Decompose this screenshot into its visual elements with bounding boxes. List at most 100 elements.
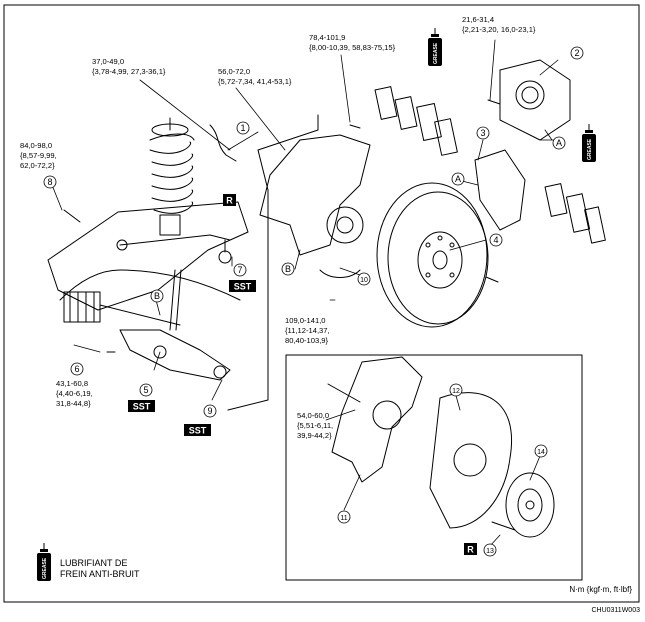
- upper-arm: [116, 234, 231, 251]
- part-6-label: 6: [74, 364, 79, 374]
- legend-line-1: LUBRIFIANT DE: [60, 558, 127, 568]
- part-5-circle: [139, 383, 153, 397]
- part-7-circle: [233, 263, 247, 277]
- torque-6-line-3: 31,8-44,8}: [56, 399, 91, 408]
- sst-badge-3-label: SST: [189, 426, 207, 436]
- part-1-circle: [236, 121, 250, 135]
- replace-badges: R R: [223, 194, 477, 555]
- legend: LUBRIFIANT DE FREIN ANTI-BRUIT: [60, 558, 140, 579]
- part-2-circle: [570, 46, 584, 60]
- part-13-label: 13: [486, 548, 494, 555]
- part-3-label: 3: [480, 128, 485, 138]
- part-7-label: 7: [237, 265, 242, 275]
- torque-6-line-1: 43,1-60,8: [56, 379, 88, 388]
- grease-icon: GREASE: [582, 124, 596, 162]
- torque-8-line-3: 39,9-44,2}: [297, 431, 332, 440]
- r-badge-2-label: R: [467, 545, 474, 555]
- torque-spec-7: 109,0-141,0 {11,12-14,37, 80,40-103,9}: [285, 316, 330, 345]
- part-2-label: 2: [574, 48, 579, 58]
- torque-1-line-1: 37,0-49,0: [92, 57, 124, 66]
- letter-a-circle-1: [552, 136, 566, 150]
- part-13-circle: [483, 543, 497, 557]
- part-12-circle: [449, 383, 463, 397]
- torque-4-line-1: 21,6-31,4: [462, 15, 494, 24]
- bolts: [63, 99, 516, 531]
- stabilizer-link: [169, 124, 237, 331]
- torque-7-line-1: 109,0-141,0: [285, 316, 326, 325]
- torque-spec-4: 21,6-31,4 {2,21-3,20, 16,0-23,1}: [462, 15, 536, 34]
- part-9-circle: [203, 404, 217, 418]
- torque-spec-5: 84,0-98,0 {8,57-9,99, 62,0-72,2}: [20, 141, 57, 170]
- letter-a-label-2: A: [455, 174, 461, 184]
- inset-dust-shield: [429, 392, 512, 529]
- r-badge-1: [223, 194, 236, 206]
- units-note: N·m {kgf·m, ft·lbf}: [569, 585, 632, 594]
- sst-badge-1-label: SST: [234, 282, 252, 292]
- reference-letters: A A B B: [150, 136, 566, 303]
- torque-7-line-3: 80,40-103,9}: [285, 336, 329, 345]
- torque-7-line-2: {11,12-14,37,: [285, 326, 330, 335]
- letter-b-label-2: B: [154, 291, 160, 301]
- torque-8-line-2: {5,51-6,11,: [297, 421, 333, 430]
- brake-pads-right: [544, 183, 606, 244]
- part-1-label: 1: [240, 123, 245, 133]
- letter-a-label-1: A: [556, 138, 562, 148]
- r-badge-1-label: R: [226, 196, 233, 206]
- part-12-label: 12: [452, 388, 460, 395]
- torque-spec-2: 56,0-72,0 {5,72-7,34, 41,4-53,1}: [218, 67, 292, 86]
- brake-pads-left: [374, 86, 458, 156]
- torque-5-line-1: 84,0-98,0: [20, 141, 52, 150]
- sst-badge-1: [229, 280, 256, 292]
- letter-b-circle-2: [150, 289, 164, 303]
- part-5-label: 5: [143, 385, 148, 395]
- sst-badge-3: [184, 424, 211, 436]
- grease-icon: GREASE: [428, 28, 442, 66]
- part-10-label: 10: [360, 277, 368, 284]
- strut-spring: [149, 117, 195, 236]
- part-14-label: 14: [537, 449, 545, 456]
- part-number-circles: [43, 46, 584, 557]
- torque-spec-8: 54,0-60,0 {5,51-6,11, 39,9-44,2}: [297, 411, 333, 440]
- inset-knuckle: [331, 356, 423, 483]
- torque-5-line-2: {8,57-9,99,: [20, 151, 57, 160]
- inset-hub-bearing: [505, 472, 555, 538]
- part-11-circle: [337, 510, 351, 524]
- torque-4-line-2: {2,21-3,20, 16,0-23,1}: [462, 25, 536, 34]
- part-4-label: 4: [493, 235, 498, 245]
- torque-1-line-2: {3,78-4,99, 27,3-36,1}: [92, 67, 166, 76]
- torque-8-line-1: 54,0-60,0: [297, 411, 329, 420]
- brake-disc: [376, 182, 489, 328]
- sst-badge-2-label: SST: [133, 402, 151, 412]
- grease-icon: GREASE: [37, 543, 51, 581]
- torque-spec-3: 78,4-101,9 {8,00-10,39, 58,83-75,15}: [309, 33, 396, 52]
- caliper-carrier: [474, 59, 571, 231]
- sst-badge-2: [128, 400, 155, 412]
- letter-b-circle-1: [281, 262, 295, 276]
- part-6-circle: [70, 362, 84, 376]
- sst-badges: SST SST SST: [128, 280, 256, 436]
- grease-label-1: GREASE: [433, 42, 439, 64]
- part-10-circle: [357, 272, 371, 286]
- torque-6-line-2: {4,40-6,19,: [56, 389, 93, 398]
- grease-label-3: GREASE: [42, 557, 48, 579]
- diagram-frame: [3, 4, 640, 603]
- letter-b-label-1: B: [285, 264, 291, 274]
- legend-line-2: FREIN ANTI-BRUIT: [60, 569, 140, 579]
- part-11-label: 11: [340, 515, 347, 522]
- grease-label-2: GREASE: [587, 138, 593, 160]
- r-badge-2: [464, 543, 477, 555]
- part-8-label: 8: [47, 177, 52, 187]
- torque-2-line-2: {5,72-7,34, 41,4-53,1}: [218, 77, 292, 86]
- torque-spec-1: 37,0-49,0 {3,78-4,99, 27,3-36,1}: [92, 57, 166, 76]
- torque-spec-6: 43,1-60,8 {4,40-6,19, 31,8-44,8}: [56, 379, 93, 408]
- part-4-circle: [489, 233, 503, 247]
- part-3-circle: [476, 126, 490, 140]
- part-numbers: 1 2 3 4 5 6 7 8 9 10 11 12 13 14: [47, 48, 579, 555]
- knuckle-callout-lines: [227, 114, 319, 411]
- part-9-label: 9: [207, 406, 212, 416]
- torque-3-line-1: 78,4-101,9: [309, 33, 345, 42]
- figure-code: CHU0311W003: [591, 607, 640, 614]
- subframe: [47, 201, 249, 381]
- torque-3-line-2: {8,00-10,39, 58,83-75,15}: [309, 43, 396, 52]
